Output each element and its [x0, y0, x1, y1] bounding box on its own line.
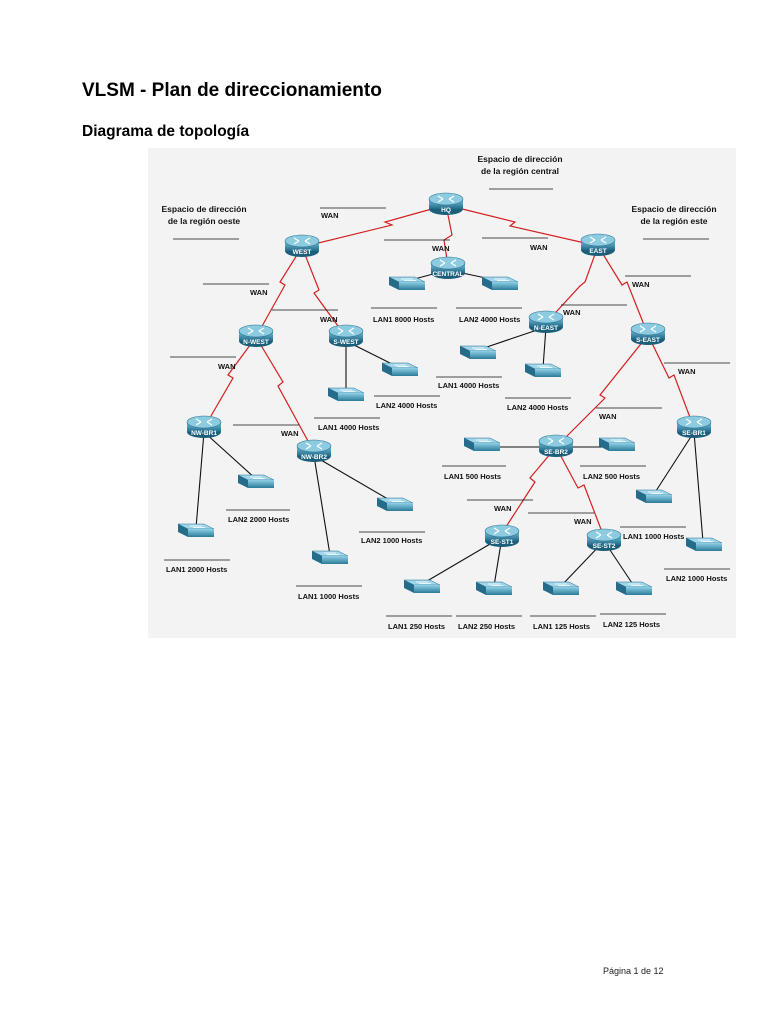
region-central-line2: de la región central	[481, 166, 559, 176]
router-label: SE-BR2	[544, 449, 568, 456]
router-n-west: N-WEST	[238, 324, 274, 348]
lan-label: LAN2 1000 Hosts	[361, 536, 422, 545]
page-footer: Página 1 de 12	[603, 966, 664, 976]
lan-label: LAN2 125 Hosts	[603, 620, 660, 629]
wan-link-west-nwest	[255, 246, 303, 338]
lan-label: LAN2 1000 Hosts	[666, 574, 727, 583]
lan-label: LAN1 2000 Hosts	[166, 565, 227, 574]
router-nw-br1: NW-BR1	[186, 415, 222, 439]
wan-label: WAN	[632, 280, 650, 289]
router-label: S-EAST	[636, 337, 660, 344]
lan-label: LAN1 4000 Hosts	[318, 423, 379, 432]
lan-label: LAN1 1000 Hosts	[298, 592, 359, 601]
wan-label: WAN	[530, 243, 548, 252]
wan-links	[203, 204, 695, 538]
region-east-line2: de la región este	[640, 216, 707, 226]
lan-label: LAN2 250 Hosts	[458, 622, 515, 631]
wan-label: WAN	[321, 211, 339, 220]
wan-label: WAN	[250, 288, 268, 297]
router-label: EAST	[589, 248, 606, 255]
wan-link-hq-central	[443, 204, 453, 267]
router-label: CENTRAL	[432, 271, 463, 278]
document-title: VLSM - Plan de direccionamiento	[82, 80, 382, 101]
region-label-east: Espacio de dirección de la región este	[631, 204, 717, 240]
lan-label: LAN1 125 Hosts	[533, 622, 590, 631]
region-west-line2: de la región oeste	[168, 216, 241, 226]
router-se-st2: SE-ST2	[586, 528, 622, 552]
wan-link-hq-west	[301, 204, 447, 248]
wan-link-seast-sebr1	[647, 334, 695, 429]
region-central-line1: Espacio de dirección	[477, 154, 562, 164]
lan-label: LAN2 4000 Hosts	[459, 315, 520, 324]
router-s-east: S-EAST	[630, 322, 666, 346]
region-label-west: Espacio de dirección de la región oeste	[161, 204, 247, 240]
lan-label: LAN1 4000 Hosts	[438, 381, 499, 390]
wan-label: WAN	[563, 308, 581, 317]
router-label: NW-BR2	[301, 454, 327, 461]
router-label: NW-BR1	[191, 430, 217, 437]
router-label: N-EAST	[534, 325, 558, 332]
region-label-central: Espacio de dirección de la región centra…	[477, 154, 563, 190]
wan-link-sebr2-sest1	[501, 446, 557, 534]
wan-link-hq-east	[445, 204, 599, 247]
lan-label: LAN1 1000 Hosts	[623, 532, 684, 541]
router-label: SE-ST1	[491, 539, 514, 546]
router-central: CENTRAL	[430, 256, 466, 280]
lan-labels: LAN1 8000 Hosts LAN2 4000 Hosts LAN1 400…	[164, 307, 730, 631]
router-se-br2: SE-BR2	[538, 434, 574, 458]
diagram-background	[148, 148, 736, 638]
wan-label: WAN	[574, 517, 592, 526]
router-se-br1: SE-BR1	[676, 415, 712, 439]
routers: HQ WEST EAST CENTRAL N-WEST S-WEST N-EAS…	[186, 192, 712, 552]
region-west-line1: Espacio de dirección	[161, 204, 246, 214]
lan-label: LAN1 8000 Hosts	[373, 315, 434, 324]
wan-link-seast-sebr2	[555, 334, 649, 448]
router-west: WEST	[284, 234, 320, 258]
region-east-line1: Espacio de dirección	[631, 204, 716, 214]
lan-label: LAN2 4000 Hosts	[507, 403, 568, 412]
lan-label: LAN2 2000 Hosts	[228, 515, 289, 524]
lan-label: LAN1 500 Hosts	[444, 472, 501, 481]
wan-link-sebr2-sest2	[555, 446, 605, 538]
router-east: EAST	[580, 233, 616, 257]
router-label: HQ	[441, 207, 451, 214]
router-label: SE-BR1	[682, 430, 706, 437]
section-title: Diagrama de topología	[82, 123, 250, 140]
wan-label: WAN	[218, 362, 236, 371]
router-label: WEST	[293, 249, 312, 256]
wan-label: WAN	[281, 429, 299, 438]
wan-label: WAN	[599, 412, 617, 421]
router-label: S-WEST	[333, 339, 358, 346]
wan-label: WAN	[494, 504, 512, 513]
lan-label: LAN1 250 Hosts	[388, 622, 445, 631]
wan-link-west-swest	[301, 246, 347, 338]
router-n-east: N-EAST	[528, 310, 564, 334]
wan-label: WAN	[678, 367, 696, 376]
wan-link-nwest-nwbr1	[203, 336, 257, 429]
router-se-st1: SE-ST1	[484, 524, 520, 548]
wan-label: WAN	[320, 315, 338, 324]
router-label: N-WEST	[243, 339, 269, 346]
lan-label: LAN2 500 Hosts	[583, 472, 640, 481]
router-s-west: S-WEST	[328, 324, 364, 348]
router-label: SE-ST2	[593, 543, 616, 550]
wan-label: WAN	[432, 244, 450, 253]
lan-label: LAN2 4000 Hosts	[376, 401, 437, 410]
router-hq: HQ	[428, 192, 464, 216]
wan-labels: WAN WAN WAN WAN WAN WAN WAN WAN WAN WAN …	[170, 207, 730, 526]
wan-link-nwest-nwbr2	[255, 336, 315, 453]
wan-link-east-neast	[545, 245, 599, 324]
wan-link-east-seast	[597, 245, 649, 336]
router-nw-br2: NW-BR2	[296, 439, 332, 463]
